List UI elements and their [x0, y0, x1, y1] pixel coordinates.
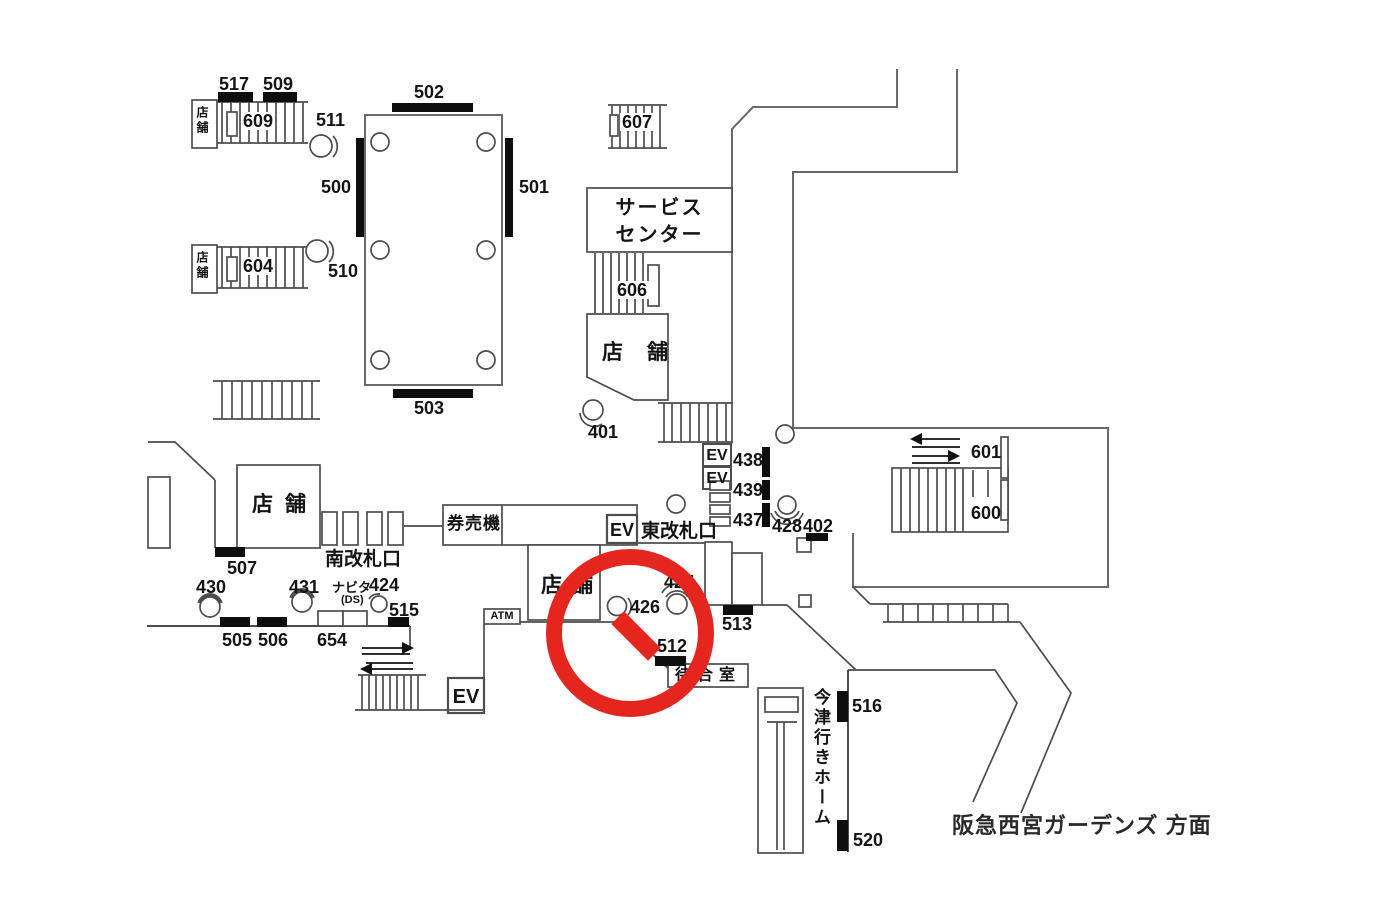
- label-609: 609: [241, 111, 276, 131]
- corridor-walls: [731, 69, 958, 443]
- stairs-west: [213, 380, 320, 420]
- label-507: 507: [227, 558, 258, 578]
- stairs-600-601: [891, 436, 1009, 533]
- label-505: 505: [222, 630, 253, 650]
- label-427: 427: [664, 572, 695, 592]
- ev-label-4: EV: [452, 686, 480, 708]
- label-navita: ナビタ: [332, 580, 372, 595]
- stairs-east-gate: [658, 402, 733, 443]
- service-center-line1: サービス: [615, 197, 704, 219]
- label-ds: (DS): [341, 594, 364, 606]
- east-gate-label: 東改札口: [641, 521, 718, 542]
- label-601: 601: [971, 442, 1002, 462]
- ev-label-2: EV: [706, 470, 728, 487]
- label-424: 424: [369, 575, 400, 595]
- service-center-line2: センター: [615, 224, 704, 246]
- label-430: 430: [196, 577, 227, 597]
- label-517: 517: [219, 74, 250, 94]
- label-437: 437: [733, 510, 764, 530]
- label-607: 607: [620, 112, 655, 132]
- label-510: 510: [328, 261, 359, 281]
- atm-label: ATM: [490, 610, 514, 622]
- ev-label-3: EV: [609, 520, 634, 540]
- label-439: 439: [733, 480, 764, 500]
- label-509: 509: [263, 74, 294, 94]
- label-402: 402: [803, 516, 834, 536]
- hall-500: [364, 114, 503, 386]
- south-gate-label: 南改札口: [325, 549, 402, 570]
- waiting-room-label: 待合室: [674, 667, 741, 684]
- label-606: 606: [615, 280, 650, 300]
- imazu-platform-label: 今津行きホーム: [811, 688, 830, 828]
- label-426: 426: [630, 597, 661, 617]
- gardens-passage: [848, 586, 1072, 814]
- label-438: 438: [733, 450, 764, 470]
- shop-label-small-1: 店舗: [195, 106, 209, 136]
- label-516: 516: [852, 696, 883, 716]
- stair-direction-arrows-east: [910, 433, 960, 464]
- stairs-607: [608, 104, 667, 149]
- label-500: 500: [321, 177, 352, 197]
- shop-label-small-2: 店舗: [195, 251, 209, 281]
- gardens-direction-label: 阪急西宮ガーデンズ 方面: [952, 813, 1212, 838]
- stairs-604: [191, 239, 335, 294]
- label-654: 654: [317, 630, 348, 650]
- south-platform-row: [147, 588, 484, 711]
- label-401: 401: [588, 422, 619, 442]
- ticket-band: [321, 504, 639, 546]
- shop-label-center: 店舗: [541, 574, 603, 597]
- ev-label-1: EV: [706, 447, 728, 464]
- label-515: 515: [389, 600, 420, 620]
- east-band: [793, 427, 1109, 588]
- ticket-machine-label: 券売機: [447, 514, 501, 533]
- stair-direction-arrows-southwest: [360, 642, 414, 675]
- east-ev-and-gates: [666, 424, 812, 553]
- shop-label-west: 店舗: [252, 493, 318, 516]
- label-502: 502: [414, 82, 445, 102]
- label-600: 600: [971, 503, 1002, 523]
- imazu-platform-access: [757, 670, 849, 854]
- label-506: 506: [258, 630, 289, 650]
- label-428: 428: [772, 516, 803, 536]
- label-513: 513: [722, 614, 753, 634]
- label-431: 431: [289, 577, 320, 597]
- label-604: 604: [241, 256, 276, 276]
- label-511: 511: [316, 110, 346, 130]
- shop-label-606: 店舗: [602, 341, 692, 364]
- label-503: 503: [414, 398, 445, 418]
- label-501: 501: [519, 177, 550, 197]
- label-520: 520: [853, 830, 884, 850]
- label-512: 512: [657, 636, 688, 656]
- shop-left-block: [147, 441, 321, 549]
